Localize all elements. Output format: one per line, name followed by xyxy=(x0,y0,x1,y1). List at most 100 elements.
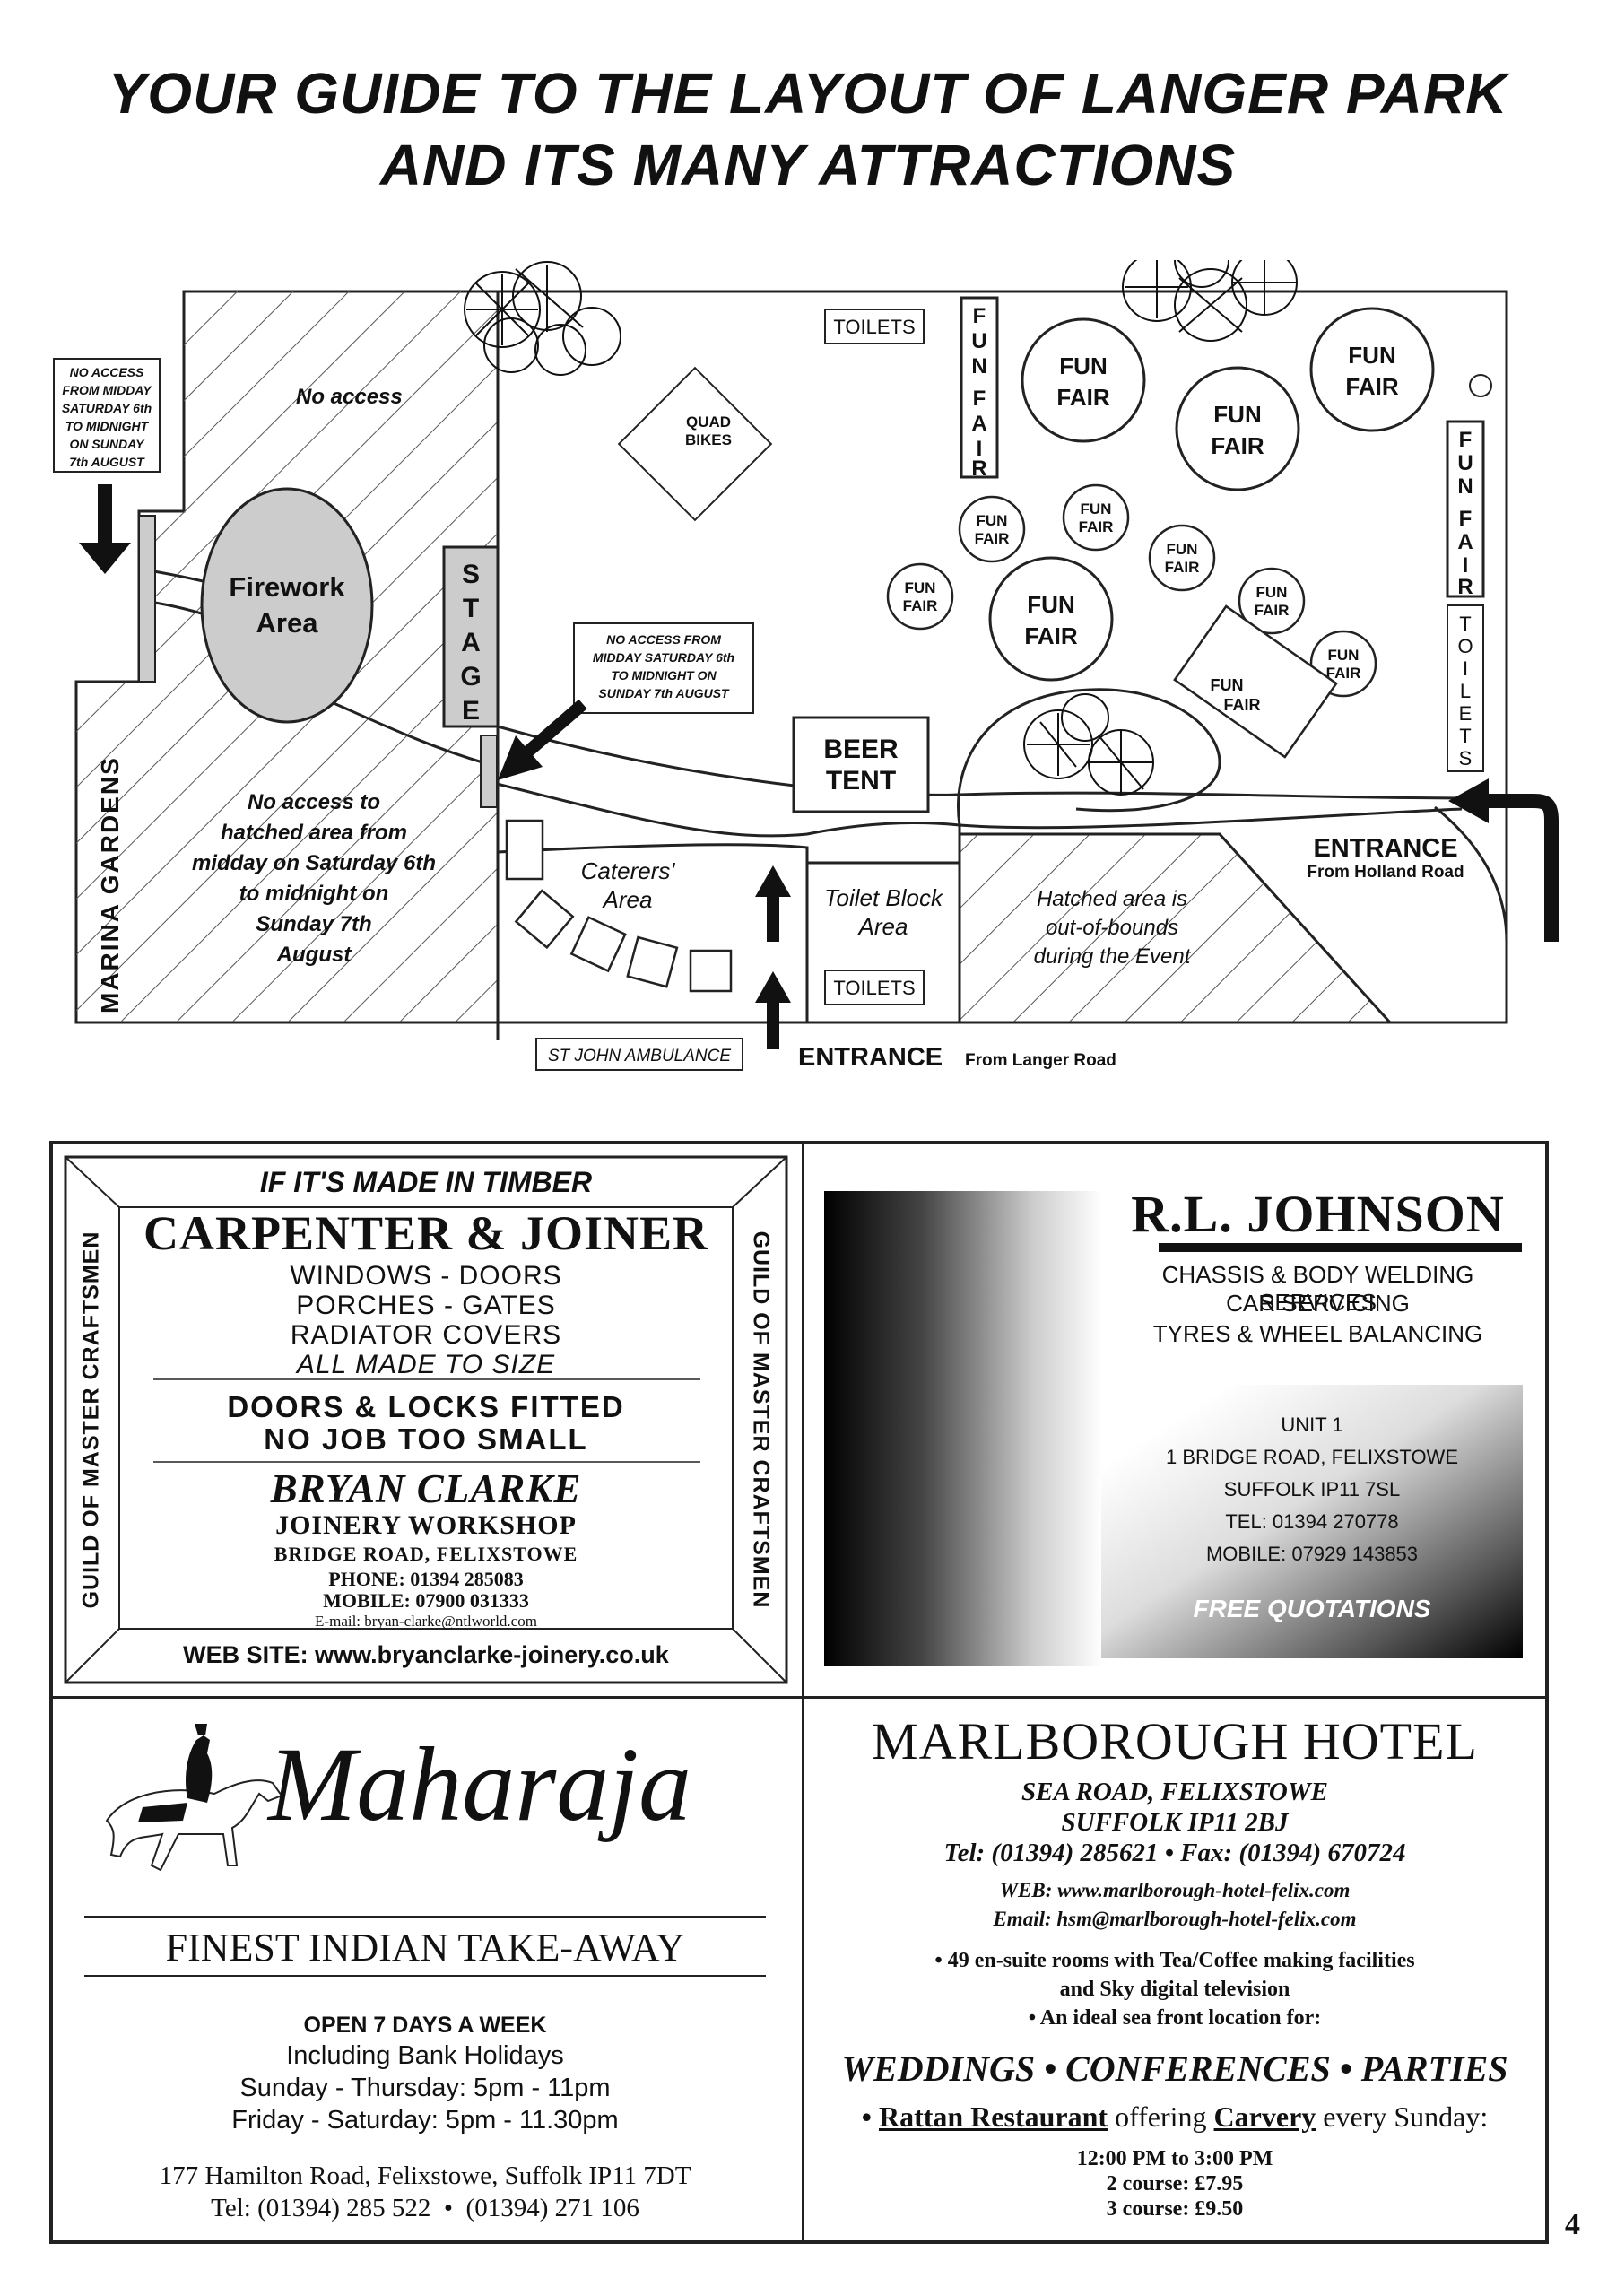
svg-text:FAIR: FAIR xyxy=(1024,622,1077,649)
svg-text:F: F xyxy=(973,387,986,411)
svg-text:FUN: FUN xyxy=(905,579,936,596)
marina-gardens-label: MARINA GARDENS xyxy=(96,756,124,1013)
svg-text:F: F xyxy=(1459,428,1473,452)
johnson-gradient-bar xyxy=(824,1191,1102,1666)
carpenter-workshop: JOINERY WORKSHOP xyxy=(275,1510,577,1540)
beer-tent xyxy=(792,716,930,813)
svg-text:midday on Saturday 6th: midday on Saturday 6th xyxy=(192,851,436,875)
ad-maharaja: Maharaja FINEST INDIAN TAKE-AWAY OPEN 7 … xyxy=(53,1695,797,2242)
tree-cluster-north xyxy=(464,261,621,376)
svg-text:FAIR: FAIR xyxy=(1345,373,1398,400)
marlborough-times: 12:00 PM to 3:00 PM xyxy=(1076,2147,1273,2170)
toilet-block-label-2: Area xyxy=(857,913,908,940)
toilets-east xyxy=(1447,604,1484,772)
carpenter-item-2: PORCHES - GATES xyxy=(296,1291,556,1320)
carpenter-website[interactable]: WEB SITE: www.bryanclarke-joinery.co.uk xyxy=(183,1641,669,1668)
svg-text:T: T xyxy=(1459,613,1471,635)
carpenter-item-4: ALL MADE TO SIZE xyxy=(296,1350,556,1379)
svg-text:FAIR: FAIR xyxy=(1165,559,1200,576)
svg-text:No access to: No access to xyxy=(248,790,380,814)
marlborough-tel: Tel: (01394) 285621 • Fax: (01394) 67072… xyxy=(943,1839,1406,1867)
notice-left-text: NO ACCESS FROM MIDDAY SATURDAY 6th TO MI… xyxy=(62,365,152,469)
carpenter-doors-locks: DOORS & LOCKS FITTED xyxy=(227,1390,625,1423)
svg-text:FUN: FUN xyxy=(977,512,1008,529)
svg-text:A: A xyxy=(461,628,481,657)
svg-text:U: U xyxy=(971,329,986,353)
johnson-mobile: MOBILE: 07929 143853 xyxy=(1205,1543,1419,1565)
stage-label: STA GE xyxy=(460,560,481,726)
carpenter-mobile: MOBILE: 07900 031333 xyxy=(323,1589,529,1612)
maharaja-tel: Tel: (01394) 285 522 • (01394) 271 106 xyxy=(211,2194,639,2222)
page-number: 4 xyxy=(1565,2208,1580,2241)
fun-fair-diamond-label-2: FAIR xyxy=(1223,696,1260,714)
marlborough-email[interactable]: Email: hsm@marlborough-hotel-felix.com xyxy=(993,1908,1357,1930)
marlborough-rattan-bullet: • xyxy=(861,2100,879,2133)
maharaja-tagline: FINEST INDIAN TAKE-AWAY xyxy=(165,1926,685,1970)
arrow-entrance-holland xyxy=(1448,778,1559,942)
carpenter-name: BRYAN CLARKE xyxy=(270,1466,582,1511)
maharaja-open: OPEN 7 DAYS A WEEK xyxy=(303,2013,547,2038)
firework-label-2: Area xyxy=(256,607,319,639)
svg-text:FROM MIDDAY: FROM MIDDAY xyxy=(62,383,152,397)
marlborough-rattan-restaurant: Rattan Restaurant xyxy=(878,2100,1108,2133)
svg-text:FUN: FUN xyxy=(1027,591,1074,618)
svg-text:R: R xyxy=(971,457,986,481)
carpenter-email: E-mail: bryan-clarke@ntlworld.com xyxy=(315,1613,537,1630)
marlborough-address-1: SEA ROAD, FELIXSTOWE xyxy=(1021,1778,1328,1806)
quad-label-2: BIKES xyxy=(685,431,732,448)
svg-text:A: A xyxy=(1457,530,1473,554)
st-john-ambulance xyxy=(535,1038,743,1071)
johnson-underline xyxy=(1159,1243,1522,1252)
svg-text:FUN: FUN xyxy=(1328,647,1360,664)
marlborough-web[interactable]: WEB: www.marlborough-hotel-felix.com xyxy=(999,1879,1351,1901)
beer-tent-label-1: BEER xyxy=(823,735,899,764)
svg-text:I: I xyxy=(977,437,983,461)
svg-text:FAIR: FAIR xyxy=(1211,432,1264,459)
tree-cluster-island xyxy=(1023,693,1154,796)
ads-divider-vertical xyxy=(802,1144,804,2240)
marlborough-bullet-1a: • 49 en-suite rooms with Tea/Coffee maki… xyxy=(934,1949,1415,1972)
marlborough-bullet-2: • An ideal sea front location for: xyxy=(1028,2006,1322,2030)
svg-text:F: F xyxy=(1459,507,1473,531)
page-title-line2: AND ITS MANY ATTRACTIONS xyxy=(379,133,1237,197)
firework-area xyxy=(200,487,374,724)
carpenter-tagline: IF IT'S MADE IN TIMBER xyxy=(259,1166,593,1198)
caterers-label-1: Caterers' xyxy=(581,857,676,884)
st-john-label: ST JOHN AMBULANCE xyxy=(548,1047,731,1065)
ad-johnson: R.L. JOHNSON CHASSIS & BODY WELDING SERV… xyxy=(804,1144,1549,1696)
johnson-free-quotes: FREE QUOTATIONS xyxy=(1193,1595,1431,1622)
fun-fair-diamond xyxy=(1173,604,1338,759)
quad-bikes xyxy=(617,366,773,522)
svg-text:SATURDAY 6th: SATURDAY 6th xyxy=(62,401,152,415)
johnson-service-3: TYRES & WHEEL BALANCING xyxy=(1152,1320,1483,1347)
quad-label-1: QUAD xyxy=(686,413,731,430)
johnson-tel: TEL: 01394 270778 xyxy=(1225,1510,1399,1533)
svg-text:FUN: FUN xyxy=(1256,584,1288,601)
svg-text:FAIR: FAIR xyxy=(1079,518,1114,535)
carpenter-guild-left: GUILD OF MASTER CRAFTSMEN xyxy=(78,1231,104,1609)
entrance-langer-sub: From Langer Road xyxy=(965,1051,1116,1070)
firework-label-1: Firework xyxy=(229,571,345,603)
ad-marlborough: MARLBOROUGH HOTEL SEA ROAD, FELIXSTOWE S… xyxy=(803,1695,1547,2242)
svg-text:I: I xyxy=(1463,657,1468,680)
fun-fair-strip-east-label: F U N F A I R xyxy=(1457,428,1473,599)
svg-text:F: F xyxy=(973,304,986,328)
svg-text:MIDDAY SATURDAY 6th: MIDDAY SATURDAY 6th xyxy=(593,650,734,665)
marlborough-carvery: Carvery xyxy=(1213,2100,1316,2133)
svg-text:7th AUGUST: 7th AUGUST xyxy=(69,455,145,469)
svg-text:E: E xyxy=(1459,702,1473,725)
marlborough-address-2: SUFFOLK IP11 2BJ xyxy=(1061,1808,1289,1837)
fun-fair-small-circles xyxy=(886,483,1377,698)
svg-text:to midnight on: to midnight on xyxy=(239,882,389,906)
carpenter-guild-right: GUILD OF MASTER CRAFTSMEN xyxy=(748,1231,774,1609)
svg-text:FUN: FUN xyxy=(1059,352,1107,379)
johnson-address-3: SUFFOLK IP11 7SL xyxy=(1223,1478,1401,1500)
toilets-north-label: TOILETS xyxy=(833,316,915,338)
arrow-entrance-langer xyxy=(755,865,791,1049)
svg-text:TO MIDNIGHT: TO MIDNIGHT xyxy=(65,419,150,433)
caterers-units xyxy=(505,819,733,993)
johnson-name: R.L. JOHNSON xyxy=(1131,1185,1505,1243)
gate-west xyxy=(138,515,156,683)
svg-text:TO MIDNIGHT ON: TO MIDNIGHT ON xyxy=(611,668,717,683)
out-of-bounds-note: Hatched area is out-of-bounds during the… xyxy=(1034,887,1192,969)
